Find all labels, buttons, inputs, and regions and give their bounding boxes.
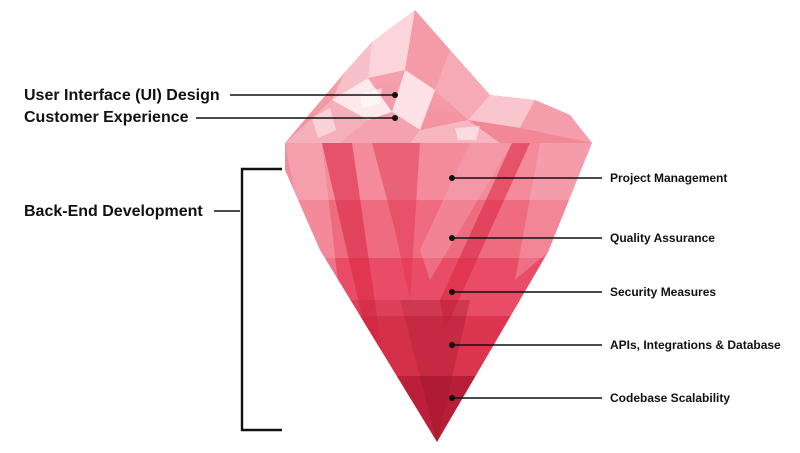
label-ui-design: User Interface (UI) Design: [24, 87, 220, 104]
label-codebase-scalability: Codebase Scalability: [610, 391, 730, 405]
annotation-ui-design: User Interface (UI) Design: [24, 87, 398, 104]
label-quality-assurance: Quality Assurance: [610, 231, 715, 245]
bracket: [240, 167, 282, 432]
label-security-measures: Security Measures: [610, 285, 716, 299]
iceberg-tip: [285, 10, 592, 143]
marker-dot: [392, 115, 398, 121]
annotation-security-measures: Security Measures: [449, 285, 716, 299]
label-back-end-development: Back-End Development: [24, 203, 203, 220]
annotation-apis-integrations: APIs, Integrations & Database: [449, 338, 781, 352]
label-project-management: Project Management: [610, 171, 727, 185]
annotation-quality-assurance: Quality Assurance: [449, 231, 715, 245]
annotation-project-management: Project Management: [449, 171, 727, 185]
annotation-customer-experience: Customer Experience: [24, 109, 398, 126]
layer-band-2: [285, 200, 592, 258]
annotation-codebase-scalability: Codebase Scalability: [449, 391, 730, 405]
label-customer-experience: Customer Experience: [24, 109, 189, 126]
marker-dot: [392, 92, 398, 98]
label-apis-integrations-database: APIs, Integrations & Database: [610, 338, 781, 352]
iceberg-underwater: [285, 143, 592, 442]
annotation-back-end: Back-End Development: [24, 167, 282, 432]
